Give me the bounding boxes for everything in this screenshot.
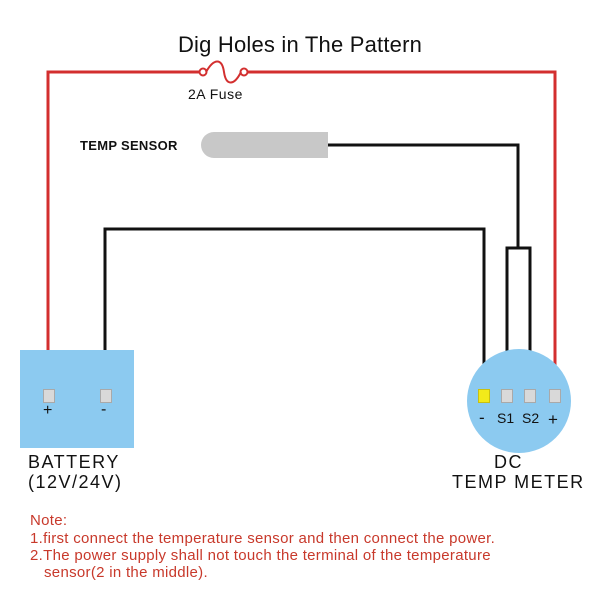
- battery-positive-terminal: [43, 389, 55, 403]
- sensor-cable: [328, 143, 520, 248]
- meter-negative-symbol: -: [479, 408, 485, 427]
- meter-s2-label: S2: [522, 410, 540, 426]
- meter-title-line1: DC: [494, 452, 523, 472]
- meter-s1-terminal: [501, 389, 513, 403]
- meter-positive-symbol: +: [548, 410, 558, 429]
- battery-positive-symbol: +: [43, 402, 53, 419]
- note-heading: Note:: [30, 512, 68, 529]
- sensor-cable-s1: [505, 246, 532, 392]
- note-line-2: 2.The power supply shall not touch the t…: [30, 547, 491, 564]
- meter-title-line2: TEMP METER: [452, 472, 585, 492]
- fuse-label: 2A Fuse: [188, 86, 243, 102]
- battery-negative-terminal: [100, 389, 112, 403]
- positive-wire-right: [247, 70, 557, 392]
- diagram-title: Dig Holes in The Pattern: [177, 32, 423, 57]
- note-line-1: 1.first connect the temperature sensor a…: [30, 530, 496, 547]
- temp-sensor-probe: [201, 132, 328, 158]
- battery-voltage: (12V/24V): [28, 472, 123, 492]
- meter-positive-terminal: [549, 389, 561, 403]
- fuse-right-contact: [239, 67, 249, 77]
- note-line-3: sensor(2 in the middle).: [44, 564, 208, 581]
- fuse-left-contact: [198, 67, 208, 77]
- negative-wire: [103, 227, 486, 392]
- battery-negative-symbol: -: [101, 401, 107, 418]
- meter-s2-terminal: [524, 389, 536, 403]
- temp-sensor-label: TEMP SENSOR: [80, 138, 178, 153]
- battery: [20, 350, 134, 448]
- meter-negative-terminal: [478, 389, 490, 403]
- meter-s1-label: S1: [497, 410, 515, 426]
- fuse-element: [205, 60, 242, 84]
- positive-wire: [46, 70, 200, 392]
- battery-title: BATTERY: [28, 452, 120, 472]
